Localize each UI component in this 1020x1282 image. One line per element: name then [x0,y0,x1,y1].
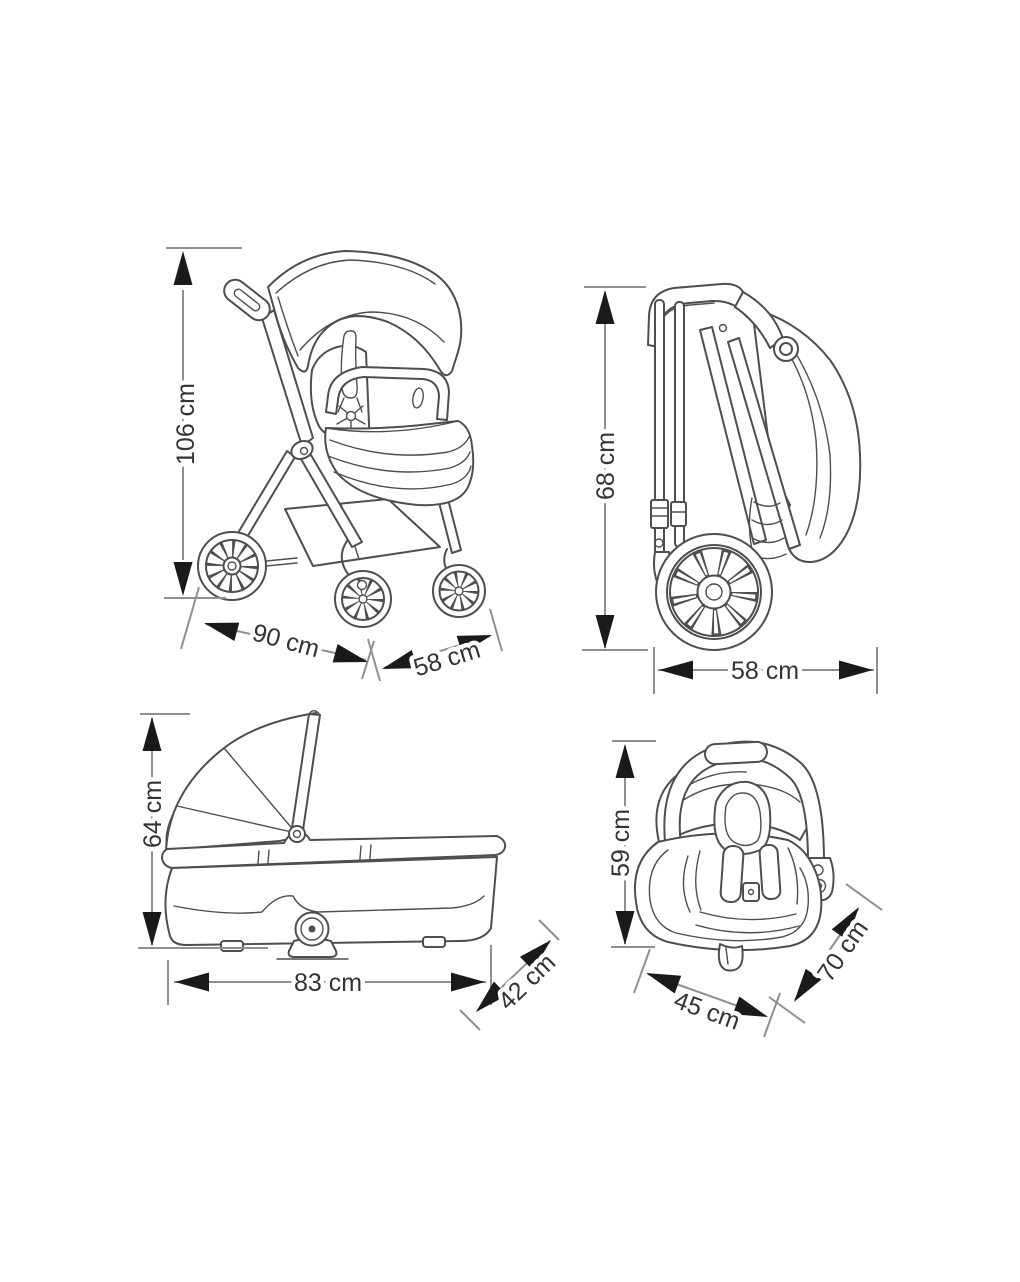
dimension-carseat-height: 59 cm [603,740,656,948]
rear-wheel [197,531,267,601]
stroller-open-drawing [197,250,486,628]
label-stroller-length: 90 cm [249,619,322,664]
folded-tube-front [699,326,767,545]
folded-wheel [655,533,773,651]
label-stroller-width: 58 cm [410,636,483,683]
label-folded-width: 58 cm [731,657,799,685]
right-front-wheel [432,548,486,618]
carrycot-drawing [161,710,507,960]
dimension-folded-width: 58 cm [653,647,878,694]
dimension-carrycot-length: 83 cm [167,945,492,1005]
label-carrycot-length: 83 cm [294,969,362,997]
folded-head [647,282,799,362]
car-seat-drawing [634,740,835,972]
label-carseat-height: 59 cm [607,809,635,877]
label-carrycot-height: 64 cm [139,780,167,848]
stroller-canopy [267,250,463,377]
carseat-strap [717,943,744,972]
dimension-stroller-width: 58 cm [367,608,503,687]
carrycot-foot-left [220,940,244,952]
dimension-carrycot-height: 64 cm [135,713,268,949]
dimension-folded-height: 68 cm [582,286,648,651]
carseat-headrest [713,780,772,855]
harness-buckle [336,405,366,431]
bumper-bar [325,366,450,421]
carrycot-adapter [276,911,349,960]
label-stroller-height: 106 cm [172,383,200,465]
label-folded-height: 68 cm [592,432,620,500]
folded-tube-rear [727,337,801,550]
frame-joint [290,440,314,460]
carrycot-body [164,856,498,946]
front-wheel [334,540,392,628]
label-carseat-width: 45 cm [670,986,744,1036]
stroller-footmuff [324,420,475,507]
stroller-handle [223,278,314,447]
label-carseat-depth: 70 cm [812,915,874,987]
shopping-basket [284,498,441,567]
carseat-pad-lines [695,911,800,934]
folded-handle-tubes [650,299,687,585]
carseat-harness [719,843,782,904]
dimension-stroller-height: 106 cm [164,247,242,599]
dimension-carseat-width: 45 cm [633,948,781,1040]
carrycot-foot-right [422,936,446,948]
stroller-folded-drawing [647,282,862,651]
folded-fabric [751,307,862,564]
